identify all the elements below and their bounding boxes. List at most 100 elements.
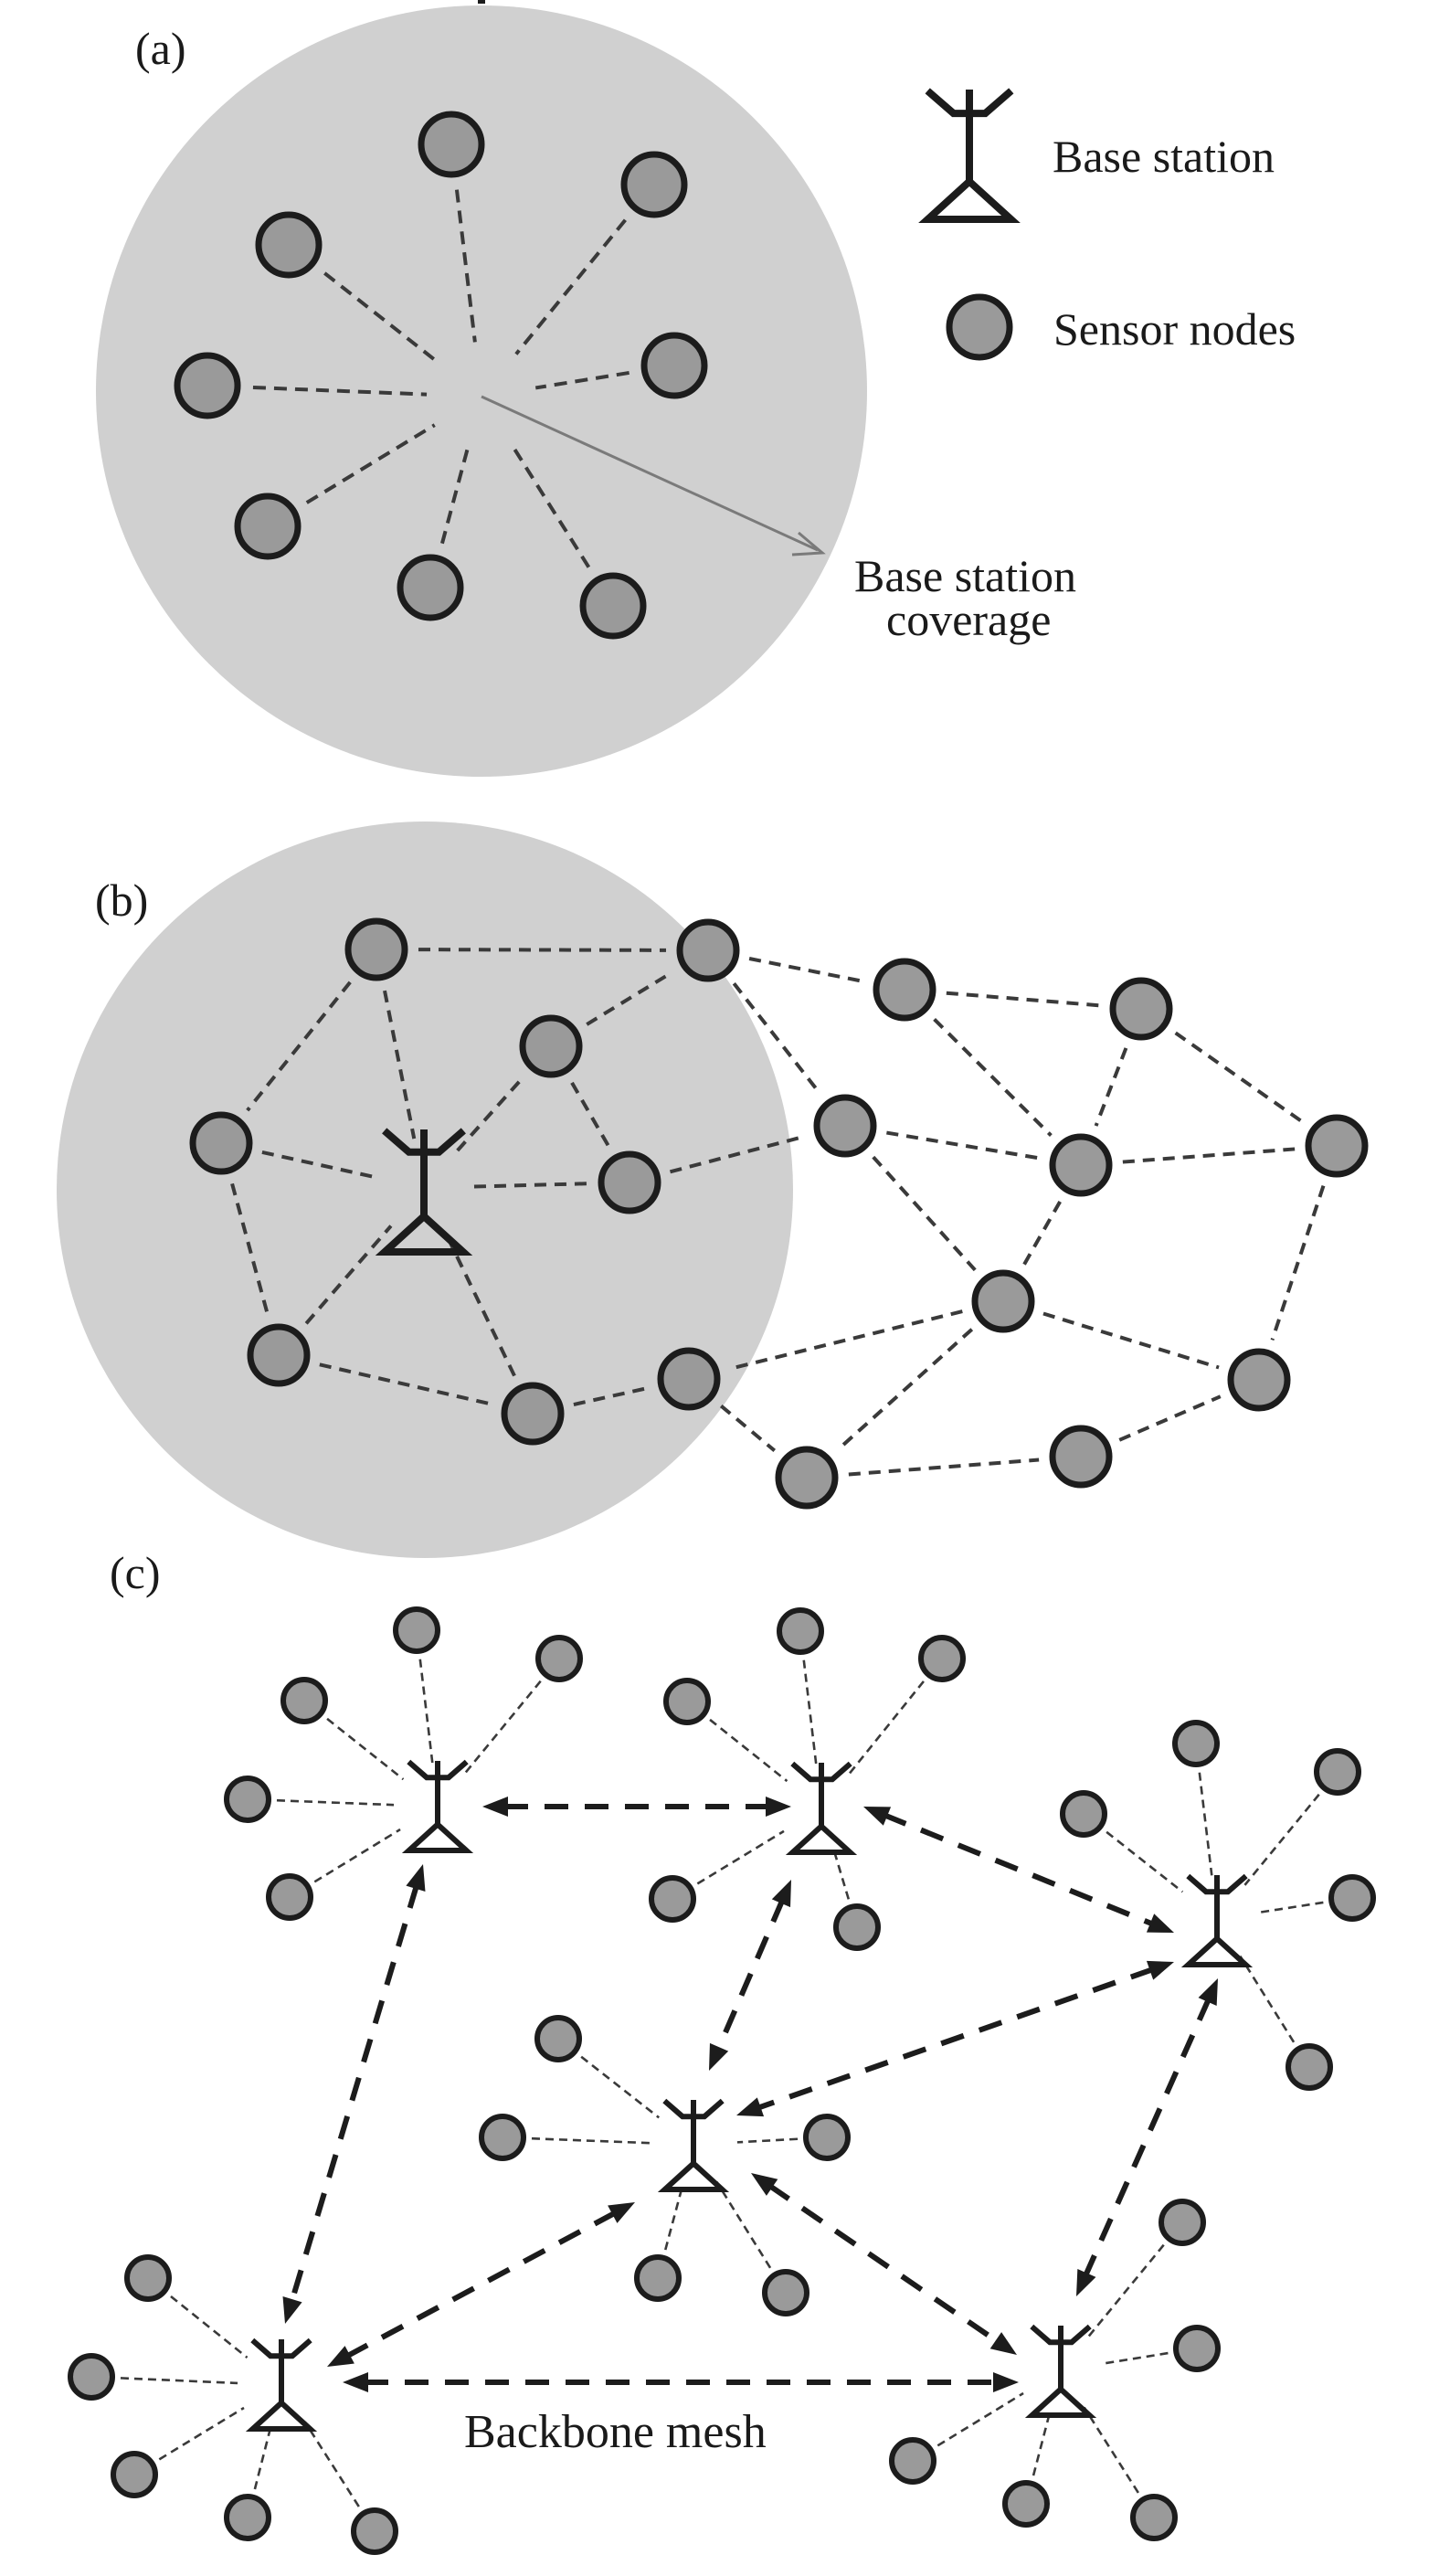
- mesh-link: [1174, 1031, 1304, 1124]
- sensor-node: [266, 1873, 313, 1921]
- arrowhead-icon: [406, 1864, 426, 1892]
- sensor-link: [170, 2295, 249, 2359]
- sensor-node: [676, 918, 740, 982]
- sensor-node: [813, 1094, 877, 1158]
- arrowhead-icon: [771, 1880, 791, 1908]
- sensor-link: [313, 1828, 401, 1883]
- sensor-node: [946, 293, 1013, 361]
- sensor-link: [253, 2427, 272, 2490]
- arrowhead-icon: [608, 2202, 635, 2223]
- backbone-link: [756, 1966, 1155, 2111]
- sensor-link: [709, 1718, 788, 1783]
- sensor-link: [1032, 2412, 1052, 2476]
- mesh-link: [1122, 1147, 1296, 1164]
- sensor-node: [1173, 2325, 1221, 2372]
- backbone-link: [344, 2210, 618, 2359]
- tower-base: [1180, 1935, 1254, 1967]
- panel-a-star-topology: (a) Base station coverage: [96, 0, 1076, 777]
- antenna-tower-icon: [245, 2337, 318, 2432]
- panel-c-hybrid-topology: (c) Backbone mesh: [68, 1547, 1376, 2555]
- arrowhead-icon: [343, 2372, 368, 2392]
- sensor-node: [418, 111, 485, 178]
- mesh-link: [719, 1404, 777, 1453]
- sensor-node: [1328, 1874, 1376, 1922]
- arrowhead-icon: [766, 1797, 791, 1817]
- sensor-node: [1305, 1114, 1369, 1178]
- antenna-arms: [1030, 2324, 1092, 2346]
- antenna-arms: [790, 1761, 852, 1783]
- antenna-tower-icon: [918, 88, 1021, 223]
- sensor-node: [280, 1677, 328, 1724]
- tower-base: [375, 1211, 473, 1256]
- mesh-link: [586, 970, 673, 1026]
- arrowhead-icon: [1146, 1913, 1174, 1933]
- mesh-link: [444, 1232, 516, 1377]
- sensor-link: [1104, 2351, 1169, 2365]
- antenna-arms: [1186, 1873, 1248, 1895]
- sensor-node: [803, 2114, 851, 2161]
- sensor-node: [255, 211, 323, 279]
- antenna-tower-icon: [918, 88, 1021, 223]
- mesh-link: [1022, 1200, 1062, 1267]
- sensor-node: [393, 1606, 440, 1654]
- antenna-tower-icon: [375, 1128, 473, 1256]
- sensor-node: [777, 1607, 824, 1655]
- tower-base: [657, 2159, 730, 2192]
- mesh-link: [669, 1134, 806, 1174]
- links-b: [230, 948, 1326, 1477]
- mesh-link: [872, 1155, 977, 1272]
- sensor-node: [918, 1635, 966, 1682]
- mesh-link: [933, 1018, 1053, 1137]
- sensor-link: [736, 2137, 799, 2144]
- sensor-link: [120, 2377, 238, 2385]
- mesh-link: [570, 1081, 610, 1148]
- antenna-arms: [662, 2098, 725, 2120]
- sensor-link: [303, 2421, 360, 2507]
- arrowhead-icon: [751, 2173, 778, 2196]
- legend-base-station-label: Base station: [1053, 131, 1275, 182]
- sensor-link: [1106, 1830, 1184, 1893]
- tower-base: [245, 2399, 318, 2432]
- backbone-mesh-label: Backbone mesh: [464, 2406, 767, 2458]
- sensor-node: [535, 1635, 583, 1682]
- base-station-b: [375, 1128, 473, 1256]
- links-a: [252, 189, 630, 568]
- backbone-link: [883, 1812, 1155, 1927]
- sensor-link: [580, 2055, 661, 2119]
- sensor-node: [111, 2451, 158, 2498]
- sensor-node: [519, 1014, 583, 1078]
- sensor-node: [971, 1269, 1035, 1333]
- sensor-link: [534, 370, 630, 390]
- tower-base: [918, 176, 1021, 223]
- sensor-link: [464, 1680, 542, 1774]
- sensor-link: [832, 1850, 851, 1900]
- sensor-node: [1002, 2480, 1050, 2528]
- sensor-node: [344, 917, 408, 981]
- sensor-node: [224, 1776, 271, 1823]
- sensor-link: [802, 1659, 818, 1765]
- arrowhead-icon: [1146, 1960, 1174, 1980]
- antenna-tower-icon: [785, 1761, 858, 1855]
- links-c: [120, 1659, 1324, 2507]
- mesh-link: [748, 957, 864, 983]
- arrowhead-icon: [1076, 2268, 1096, 2296]
- coverage-annotation-line2: coverage: [886, 594, 1051, 645]
- sensor-node: [889, 2437, 936, 2485]
- sensor-node: [189, 1111, 253, 1175]
- sensor-node: [833, 1903, 881, 1951]
- sensor-node: [534, 2015, 582, 2062]
- sensor-node: [640, 332, 708, 399]
- mesh-link: [304, 1224, 393, 1325]
- sensor-node: [620, 151, 688, 218]
- sensor-link: [305, 423, 436, 504]
- sensor-node: [598, 1150, 661, 1214]
- base-stations-c: [245, 1759, 1254, 2432]
- sensor-link: [276, 1798, 395, 1807]
- mesh-link: [732, 982, 821, 1094]
- mesh-link: [1094, 1047, 1128, 1127]
- mesh-link: [383, 990, 417, 1140]
- sensor-link: [323, 271, 440, 365]
- sensor-node: [1049, 1133, 1113, 1197]
- sensor-link: [848, 1680, 925, 1776]
- sensor-node: [1227, 1348, 1291, 1412]
